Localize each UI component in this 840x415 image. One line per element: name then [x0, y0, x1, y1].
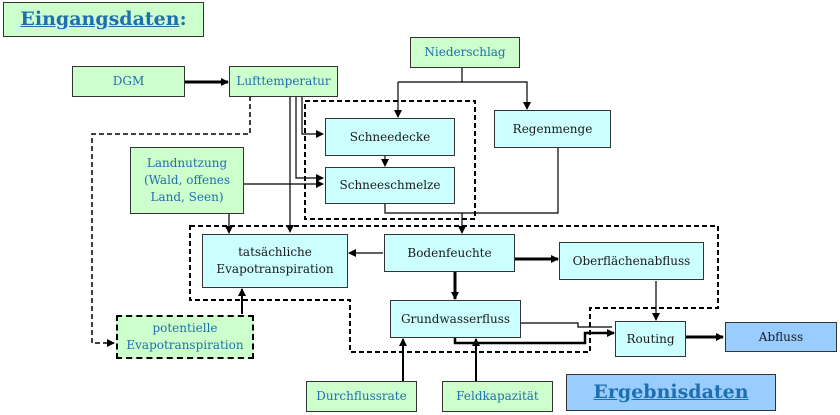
node-abfluss[interactable]: Abfluss — [725, 322, 837, 352]
edge-grundwasserfluss-routing-thin — [521, 322, 612, 328]
edge-lufttemperatur-potentielle-et — [91, 96, 251, 347]
input-data-header: Eingangsdaten: — [3, 2, 204, 37]
node-landnutzung[interactable]: Landnutzung (Wald, offenes Land, Seen) — [130, 147, 244, 214]
edge-niederschlag-regenmenge — [462, 81, 531, 110]
input-data-title: Eingangsdaten: — [20, 8, 187, 30]
edge-schneeschmelze-bodenfeuchte — [384, 203, 466, 234]
node-bodenfeuchte[interactable]: Bodenfeuchte — [384, 234, 515, 272]
node-grundwasserfluss[interactable]: Grundwasserfluss — [390, 300, 521, 338]
edge-grundwasserfluss-routing — [453, 329, 615, 345]
node-regenmenge[interactable]: Regenmenge — [494, 110, 611, 148]
node-routing[interactable]: Routing — [615, 321, 686, 357]
node-tatsaechliche-evapotranspiration[interactable]: tatsächliche Evapotranspiration — [202, 234, 348, 288]
output-data-title: Ergebnisdaten — [593, 381, 749, 403]
node-oberflaechenabfluss[interactable]: Oberflächenabfluss — [559, 242, 704, 280]
edge-niederschlag-split — [398, 67, 463, 83]
node-potentielle-evapotranspiration[interactable]: potentielle Evapotranspiration — [116, 315, 254, 359]
snow-module-region — [304, 100, 476, 220]
output-data-header: Ergebnisdaten — [566, 374, 776, 411]
node-feldkapazitaet[interactable]: Feldkapazität — [442, 381, 553, 412]
node-durchflussrate[interactable]: Durchflussrate — [306, 381, 417, 412]
node-niederschlag[interactable]: Niederschlag — [410, 37, 520, 68]
node-schneeschmelze[interactable]: Schneeschmelze — [325, 167, 455, 204]
soil-module-region — [189, 225, 719, 353]
node-schneedecke[interactable]: Schneedecke — [325, 118, 455, 156]
edge-lufttemperatur-schneedecke — [301, 96, 324, 138]
node-dgm[interactable]: DGM — [72, 66, 185, 97]
edge-regenmenge-bodenfeuchte — [462, 148, 559, 214]
edge-lufttemperatur-schneeschmelze — [295, 96, 324, 182]
node-lufttemperatur[interactable]: Lufttemperatur — [229, 66, 338, 97]
